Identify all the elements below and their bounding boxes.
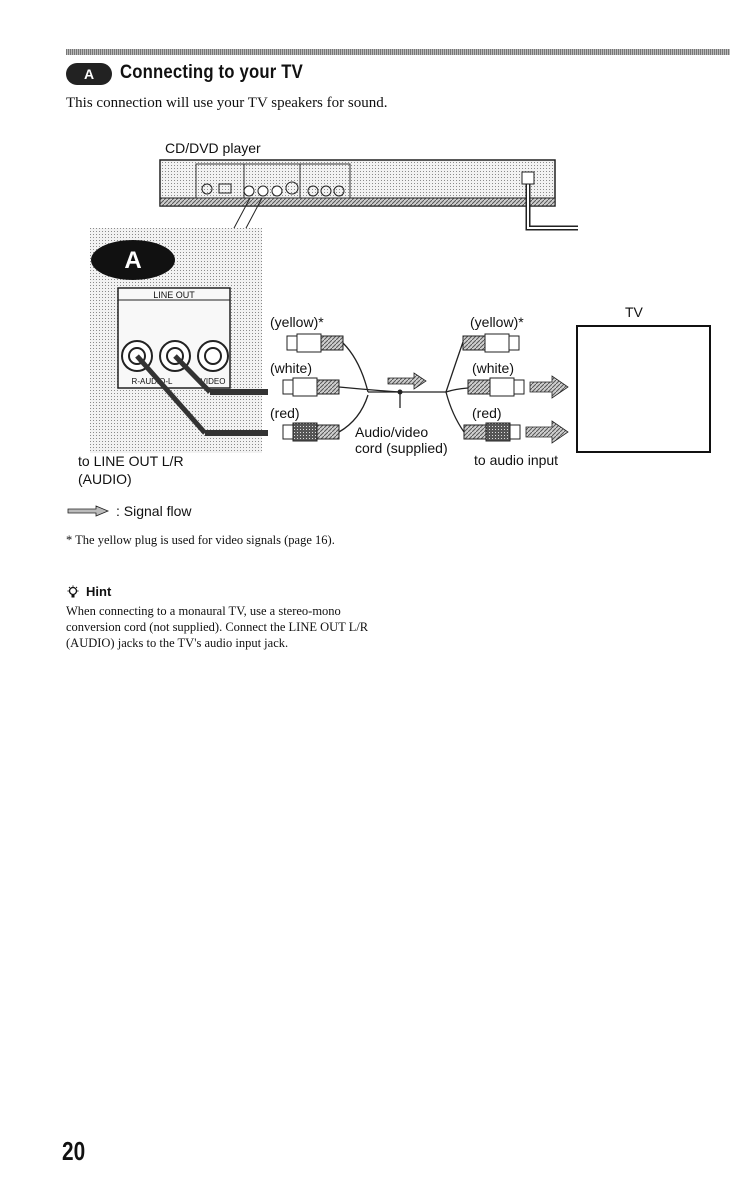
- section-badge: A: [66, 63, 112, 85]
- footnote: * The yellow plug is used for video sign…: [66, 533, 335, 547]
- tv-box: [576, 325, 711, 453]
- to-line-out-label-2: (AUDIO): [78, 471, 132, 487]
- signal-flow-arrow: [387, 372, 427, 390]
- jack-panel-label: LINE OUT: [153, 290, 195, 300]
- page-number: 20: [62, 1136, 86, 1166]
- left-plugs: [282, 333, 344, 442]
- left-yellow-label: (yellow)*: [270, 314, 324, 330]
- cord-label-2: cord (supplied): [355, 440, 448, 456]
- right-plugs: [462, 333, 569, 444]
- hint-heading-text: Hint: [86, 584, 112, 599]
- right-yellow-label: (yellow)*: [470, 314, 524, 330]
- left-white-label: (white): [270, 360, 312, 376]
- to-line-out-label-1: to LINE OUT L/R: [78, 453, 184, 469]
- jack-panel-callout: A LINE OUT R-AUDIO-L VIDEO: [90, 228, 268, 453]
- signal-flow-legend: : Signal flow: [66, 503, 191, 519]
- tv-label: TV: [625, 304, 644, 320]
- lightbulb-icon: [67, 585, 79, 597]
- player-body: [159, 159, 578, 231]
- av-cord: [338, 341, 469, 433]
- signal-flow-text: : Signal flow: [116, 503, 192, 519]
- left-red-label: (red): [270, 405, 300, 421]
- header-rule: [66, 49, 730, 55]
- to-audio-input-label: to audio input: [474, 452, 558, 468]
- jack-video-label: VIDEO: [201, 377, 226, 386]
- jack-audio-label: R-AUDIO-L: [132, 377, 173, 386]
- section-title: Connecting to your TV: [120, 62, 303, 83]
- hint-body: When connecting to a monaural TV, use a …: [66, 604, 369, 650]
- hint-heading: Hint: [66, 584, 111, 599]
- connection-diagram: CD/DVD player A LINE OUT R-AUD: [78, 140, 711, 487]
- right-red-label: (red): [472, 405, 502, 421]
- intro-text: This connection will use your TV speaker…: [66, 95, 388, 111]
- right-white-label: (white): [472, 360, 514, 376]
- cord-label-1: Audio/video: [355, 424, 428, 440]
- callout-badge: A: [124, 247, 141, 274]
- player-label: CD/DVD player: [165, 140, 261, 156]
- signal-flow-icon: [67, 505, 110, 517]
